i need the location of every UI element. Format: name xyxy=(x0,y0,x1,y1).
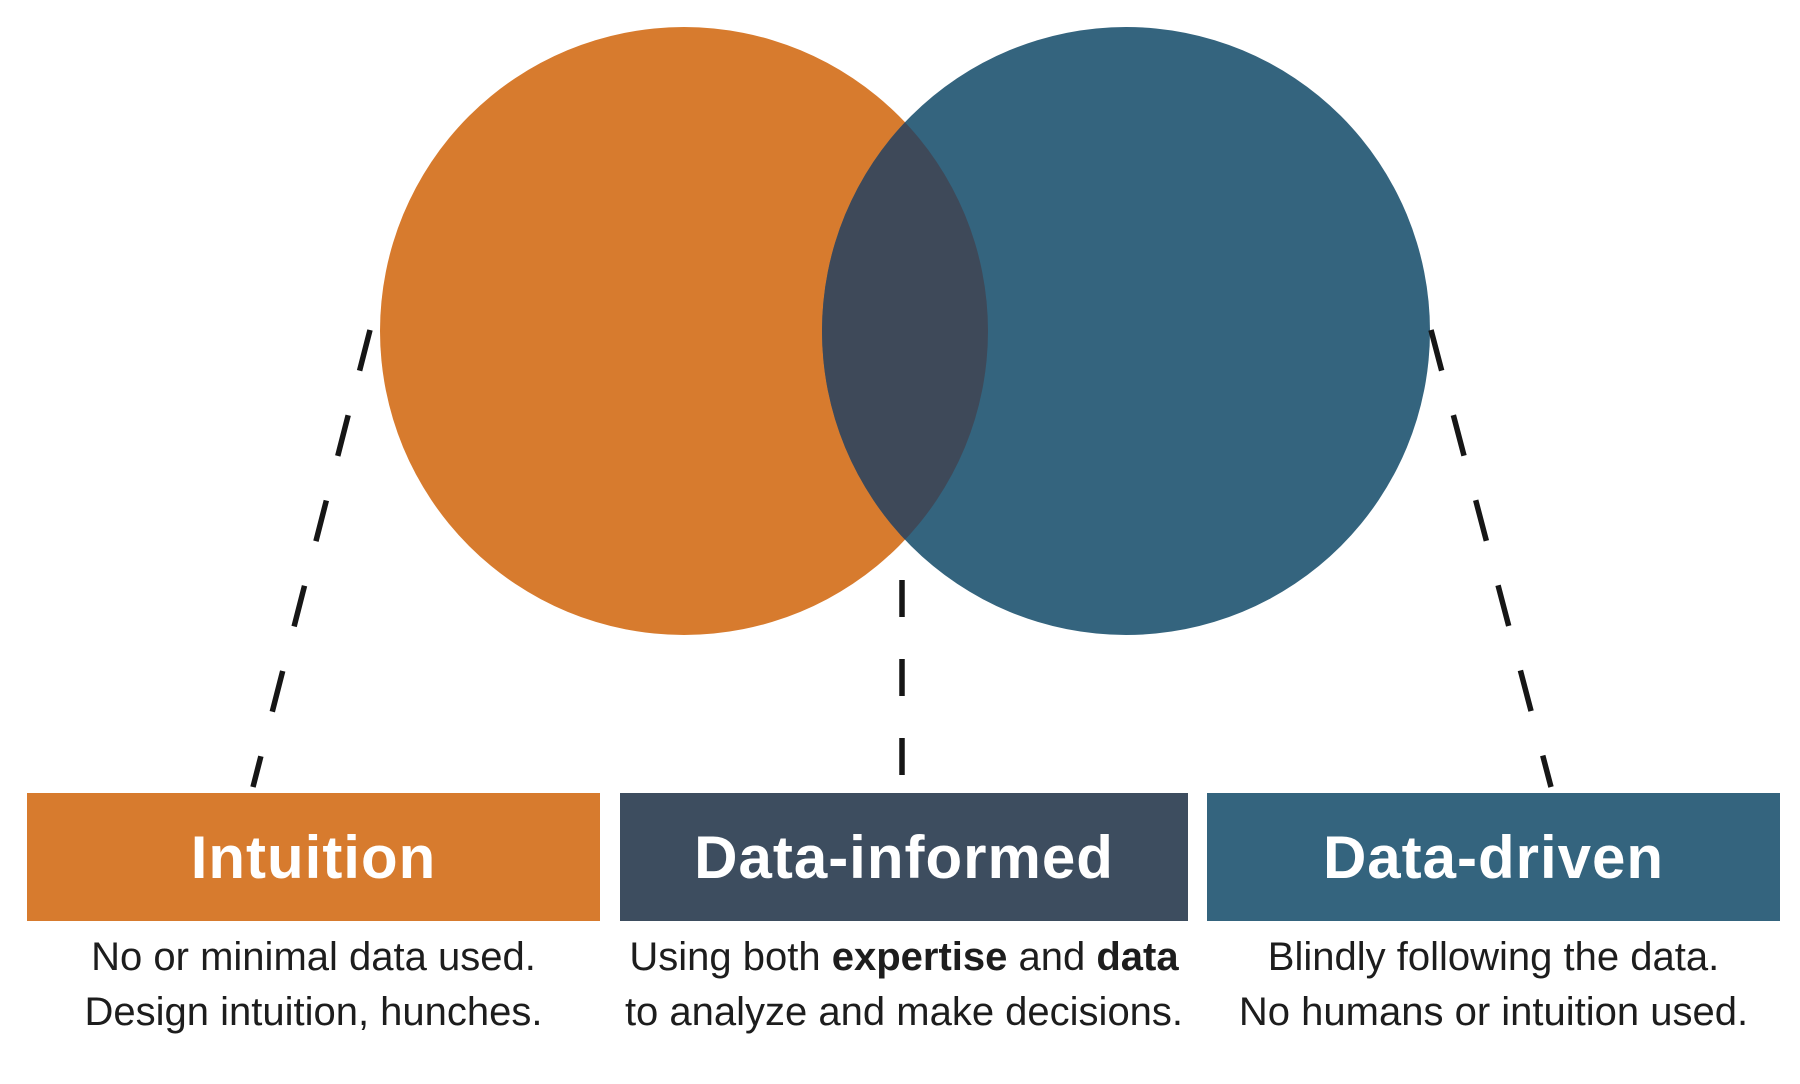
intuition-description: No or minimal data used. Design intuitio… xyxy=(17,930,610,1040)
venn-diagram xyxy=(250,27,1554,790)
description-line: No humans or intuition used. xyxy=(1238,990,1749,1034)
data-informed-label-box: Data-informed xyxy=(620,793,1188,921)
data-informed-description: Using both expertise and data to analyze… xyxy=(600,930,1208,1040)
description-line: No or minimal data used. xyxy=(91,935,536,979)
intuition-circle xyxy=(380,27,988,635)
description-line: Design intuition, hunches. xyxy=(84,990,543,1034)
data-driven-description: Blindly following the data. No humans or… xyxy=(1197,930,1790,1040)
description-line: Using both expertise and data xyxy=(629,935,1179,979)
intuition-label-box: Intuition xyxy=(27,793,600,921)
data-informed-title: Data-informed xyxy=(694,823,1114,891)
data-driven-label-box: Data-driven xyxy=(1207,793,1780,921)
data-driven-circle xyxy=(822,27,1430,635)
data-driven-title: Data-driven xyxy=(1322,823,1665,891)
description-line: Blindly following the data. xyxy=(1267,935,1720,979)
connector-right-dashed-line xyxy=(1428,329,1554,788)
connector-left-dashed-line xyxy=(250,329,373,788)
intuition-title: Intuition xyxy=(190,823,437,891)
description-line: to analyze and make decisions. xyxy=(624,990,1184,1034)
